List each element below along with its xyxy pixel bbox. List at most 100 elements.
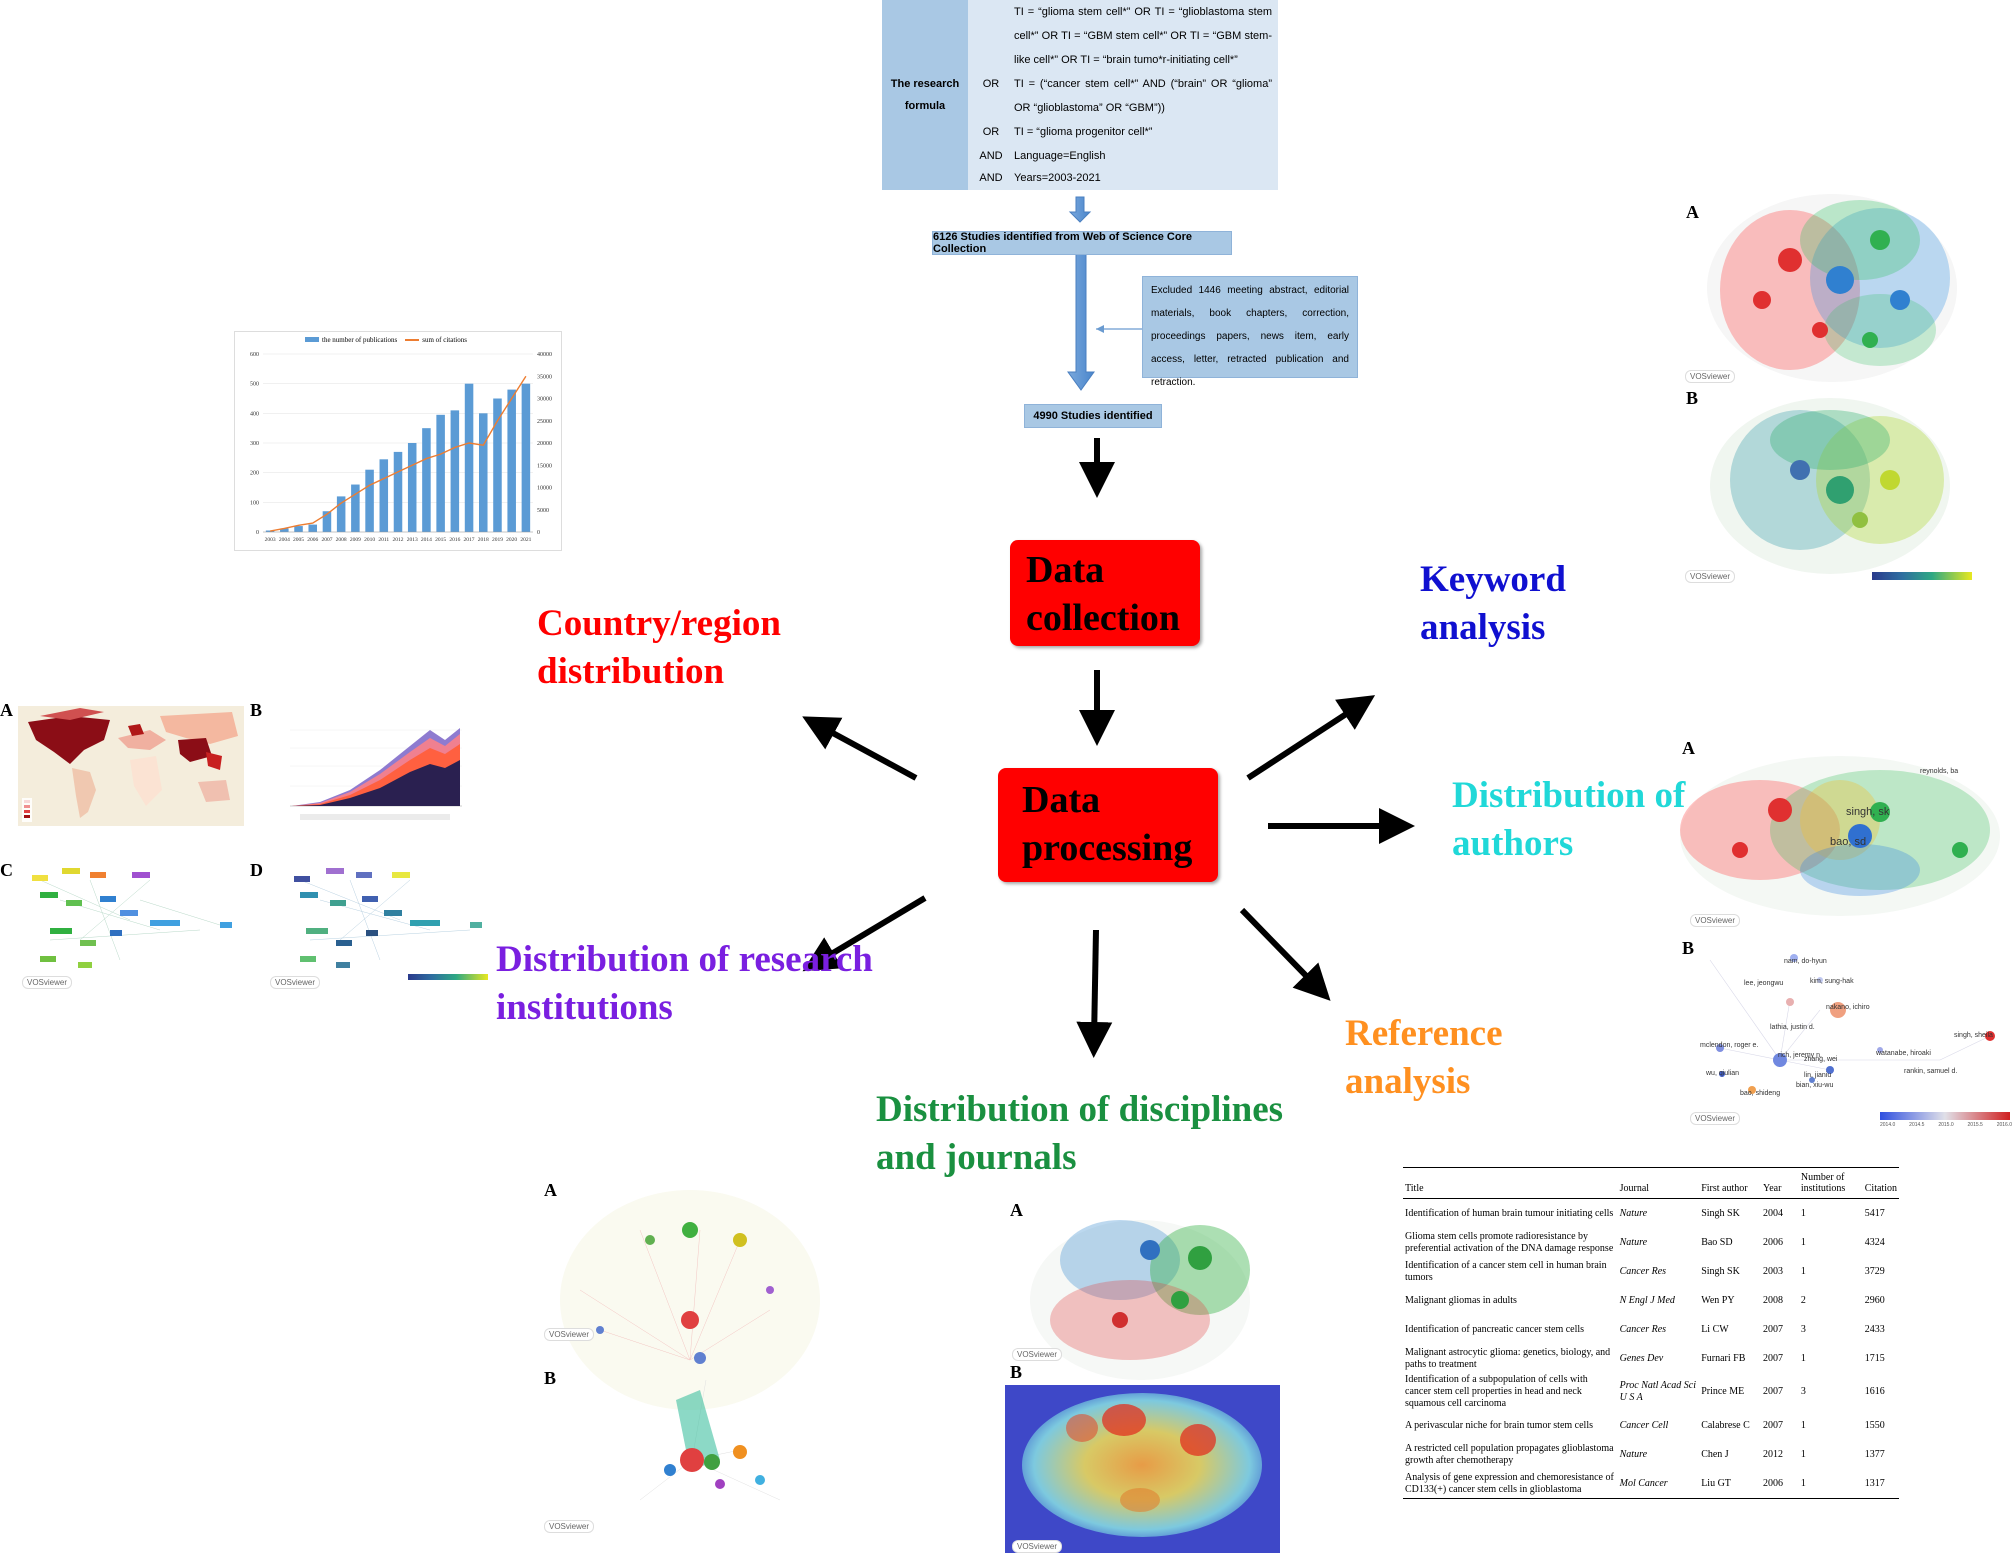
x-tick: 2011 [378, 537, 389, 543]
row-journal: Genes Dev [1619, 1352, 1664, 1364]
y-tick-right: 5000 [537, 508, 549, 514]
y-tick-right: 0 [537, 530, 540, 536]
x-tick: 2013 [407, 537, 418, 543]
y-tick-left: 600 [250, 352, 259, 358]
formula-body: TI = “glioma stem cell*” OR TI = “gliobl… [968, 0, 1278, 190]
table-header-row: Title Journal First author Year Number o… [1403, 1167, 1899, 1199]
y-tick-right: 35000 [537, 374, 552, 380]
bar [322, 511, 332, 532]
bar [336, 496, 346, 532]
author-a-labels: singh, sk bao, sd reynolds, ba [1700, 760, 2000, 920]
bar [436, 414, 445, 532]
author-b-labels: nam, do-hyun lee, jeongwu kim, sung-hak … [1700, 950, 2000, 1110]
author-nodes-b [1716, 954, 2010, 1120]
vosviewer-badge: VOSviewer [1690, 914, 1741, 927]
table-row: Identification of a cancer stem cell in … [1403, 1257, 1899, 1286]
bar [450, 410, 460, 532]
author-node-label: bian, xiu-wu [1796, 1082, 1834, 1089]
excluded-box: Excluded 1446 meeting abstract, editoria… [1142, 276, 1358, 388]
panel-letter-authors-a: A [1682, 738, 1695, 758]
country-area-chart [290, 728, 462, 820]
data-collection-label: Data collection [1026, 549, 1181, 639]
x-tick: 2003 [265, 537, 276, 543]
author-node-label: rich, jeremy n. [1778, 1052, 1822, 1059]
row-citation: 3729 [1864, 1265, 1885, 1277]
bar [351, 484, 360, 532]
discipline-network-a [1030, 1220, 1250, 1380]
table-row: Analysis of gene expression and chemores… [1403, 1469, 1899, 1499]
row-title: Identification of a subpopulation of cel… [1405, 1374, 1588, 1409]
panel-letter-journal-a: A [1010, 1200, 1023, 1220]
arrow-to-country [802, 716, 918, 781]
row-institutions: 1 [1800, 1448, 1806, 1460]
row-citation: 1715 [1864, 1352, 1885, 1364]
row-citation: 4324 [1864, 1236, 1885, 1248]
x-tick: 2006 [307, 537, 318, 543]
legend-cites: sum of citations [405, 336, 467, 344]
x-tick: 2018 [478, 537, 489, 543]
bar [308, 524, 317, 532]
arrow-to-keyword [1246, 695, 1376, 781]
arrow-to-institutions [802, 895, 927, 972]
row-journal: N Engl J Med [1619, 1294, 1675, 1306]
y-tick-left: 0 [256, 530, 259, 536]
author-node-label: lee, jeongwu [1744, 980, 1784, 987]
row-journal: Cancer Cell [1619, 1419, 1669, 1431]
row-institutions: 1 [1800, 1207, 1806, 1219]
panel-letter-country-b: B [250, 700, 263, 720]
bar [464, 383, 474, 532]
row-citation: 1616 [1864, 1386, 1885, 1397]
row-first-author: Calabrese C [1701, 1419, 1750, 1431]
row-first-author: Wen PY [1701, 1294, 1735, 1306]
y-tick-left: 300 [250, 441, 259, 447]
row-year: 2007 [1763, 1352, 1784, 1364]
panel-letter-keyword-b: B [1686, 388, 1699, 408]
col-citation: Citation [1862, 1167, 1899, 1199]
row-institutions: 3 [1800, 1386, 1806, 1397]
bar [265, 530, 275, 532]
panel-letter-journal-b: B [1010, 1362, 1023, 1382]
row-citation: 1377 [1864, 1448, 1885, 1460]
vosviewer-badge: VOSviewer [544, 1520, 595, 1533]
vosviewer-badge: VOSviewer [270, 976, 321, 989]
institution-network-c [39, 879, 221, 961]
identified-box: 6126 Studies identified from Web of Scie… [932, 231, 1232, 255]
table-row: Malignant astrocytic glioma: genetics, b… [1403, 1344, 1899, 1373]
x-tick: 2008 [336, 537, 347, 543]
vosviewer-badge: VOSviewer [1012, 1348, 1063, 1361]
y-tick-right: 30000 [537, 397, 552, 403]
y-tick-left: 400 [250, 411, 259, 417]
legend-pubs: the number of publications [305, 336, 397, 344]
panel-letter-country-a: A [0, 700, 13, 720]
x-tick: 2014 [421, 537, 432, 543]
author-node-label: lathia, justin d. [1770, 1024, 1815, 1031]
row-institutions: 3 [1800, 1323, 1806, 1335]
vosviewer-badge: VOSviewer [1685, 370, 1736, 383]
journal-network-a [560, 1190, 820, 1410]
bar [365, 469, 374, 532]
author-node-label: bao, shideng [1740, 1090, 1781, 1097]
reference-table: Title Journal First author Year Number o… [1403, 1167, 1899, 1499]
bar [294, 526, 303, 532]
author-network-a [1680, 756, 2000, 916]
row-first-author: Bao SD [1701, 1236, 1733, 1248]
row-year: 2007 [1763, 1323, 1784, 1335]
x-tick: 2012 [393, 537, 404, 543]
author-node-label: reynolds, ba [1920, 768, 1959, 775]
y-tick-right: 15000 [537, 463, 552, 469]
author-node-label: wu, qiulian [1706, 1070, 1740, 1077]
x-tick: 2005 [293, 537, 304, 543]
col-first-author: First author [1699, 1167, 1762, 1199]
arrow-to-reference [1239, 907, 1331, 1001]
y-tick-right: 10000 [537, 486, 552, 492]
search-formula-box: The research formula TI = “glioma stem c… [882, 0, 1278, 190]
formula-label: The research formula [882, 0, 968, 190]
institutions-label: Distribution of research institutions [496, 939, 873, 1028]
panel-letter-country-c: C [0, 860, 13, 880]
vosviewer-badge: VOSviewer [1690, 1112, 1741, 1125]
